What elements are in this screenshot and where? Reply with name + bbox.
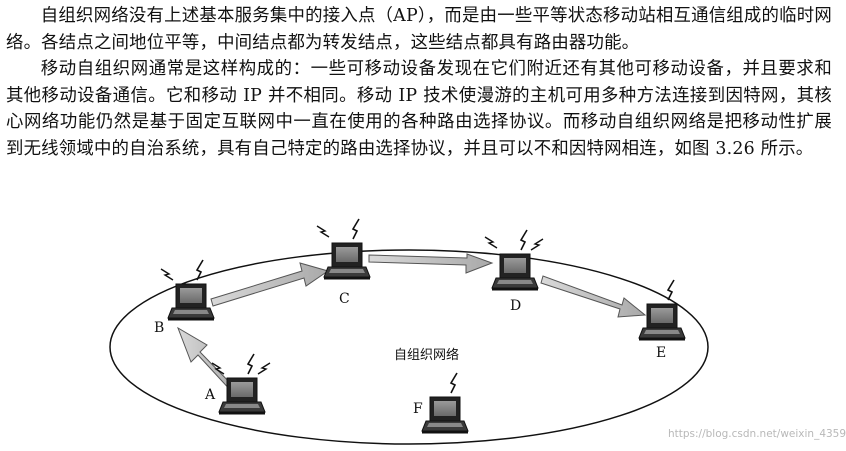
node-label-a: A [204, 387, 216, 403]
link-arrow-d-e [540, 275, 647, 318]
laptop-node-b-icon [160, 259, 215, 322]
paragraph-adhoc-formation: 移动自组织网通常是这样构成的：一些可移动设备发现在它们附近还有其他可移动设备，并… [6, 59, 832, 159]
laptop-node-f-icon [421, 372, 469, 435]
laptop-node-a-icon [211, 353, 271, 416]
watermark-url: https://blog.csdn.net/weixin_4359 [668, 428, 846, 440]
laptop-node-d-icon [484, 229, 544, 292]
laptop-node-e-icon [638, 279, 686, 342]
link-arrow-c-d [368, 253, 494, 274]
node-label-e: E [656, 345, 666, 361]
network-boundary [109, 249, 709, 445]
document-body: 自组织网络没有上述基本服务集中的接入点（AP），而是由一些平等状态移动站相互通信… [6, 3, 832, 162]
node-label-b: B [154, 320, 164, 336]
node-label-c: C [339, 291, 350, 307]
link-arrow-b-c [210, 262, 330, 307]
node-label-d: D [510, 298, 521, 314]
node-label-f: F [413, 401, 423, 417]
paragraph-adhoc-definition: 自组织网络没有上述基本服务集中的接入点（AP），而是由一些平等状态移动站相互通信… [6, 6, 832, 53]
network-label: 自组织网络 [394, 347, 459, 363]
